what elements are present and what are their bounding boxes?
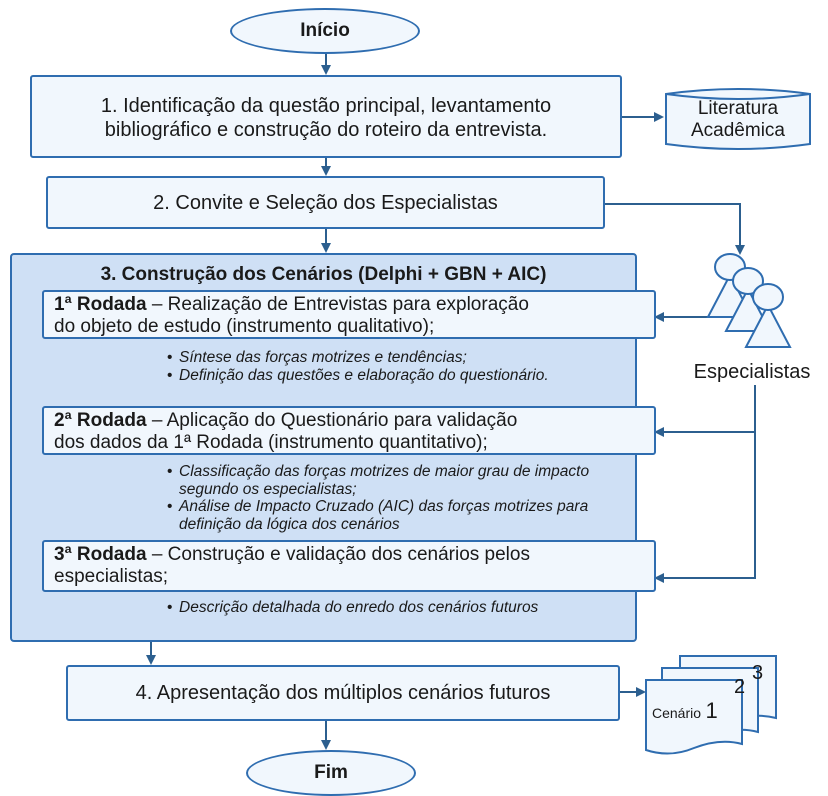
scenario-word: Cenário <box>652 705 702 721</box>
round2-title: 2ª Rodada <box>54 410 147 431</box>
flowchart: Início 1. Identificação da questão princ… <box>0 0 828 780</box>
round2-box: 2ª Rodada – Aplicação do Questionário pa… <box>42 406 656 455</box>
stage3-title: 3. Construção dos Cenários (Delphi + GBN… <box>100 264 547 285</box>
round2-line1: – Aplicação do Questionário para validaç… <box>146 410 518 431</box>
step2-text: 2. Convite e Seleção dos Especialistas <box>153 191 498 214</box>
note-item: Análise de Impacto Cruzado (AIC) das for… <box>167 498 597 533</box>
round3-notes: Descrição detalhada do enredo dos cenári… <box>167 599 607 617</box>
note-item: Síntese das forças motrizes e tendências… <box>167 349 627 367</box>
scenario-documents: 3 2 Cenário 1 <box>642 650 782 760</box>
scenario-label: Cenário 1 <box>652 698 718 724</box>
note-item: Classificação das forças motrizes de mai… <box>167 463 597 498</box>
round3-title: 3ª Rodada <box>54 544 147 565</box>
experts-label: Especialistas <box>693 361 811 383</box>
step1-line1: 1. Identificação da questão principal, l… <box>100 95 552 117</box>
round1-line2: do objeto de estudo (instrumento qualita… <box>54 316 435 337</box>
end-oval: Fim <box>246 750 416 796</box>
start-oval: Início <box>230 8 420 54</box>
arrow-step2-to-experts <box>605 203 745 255</box>
arrow-experts-to-round2 <box>654 385 756 437</box>
round2-line2: dos dados da 1ª Rodada (instrumento quan… <box>54 432 488 453</box>
step1-box: 1. Identificação da questão principal, l… <box>30 75 622 158</box>
round1-box: 1ª Rodada – Realização de Entrevistas pa… <box>42 290 656 339</box>
literature-line2: Acadêmica <box>691 120 785 141</box>
scenario-num-1: 1 <box>705 698 718 723</box>
round1-line1: – Realização de Entrevistas para explora… <box>146 294 529 315</box>
round1-title: 1ª Rodada <box>54 294 147 315</box>
note-item: Definição das questões e elaboração do q… <box>167 367 627 385</box>
round2-notes: Classificação das forças motrizes de mai… <box>167 463 597 533</box>
round3-box: 3ª Rodada – Construção e validação dos c… <box>42 540 656 592</box>
start-label: Início <box>300 20 350 41</box>
end-label: Fim <box>314 762 348 783</box>
round3-line2: especialistas; <box>54 566 169 587</box>
step4-text: 4. Apresentação dos múltiplos cenários f… <box>135 682 551 704</box>
note-item: Descrição detalhada do enredo dos cenári… <box>167 599 607 617</box>
round3-line1: – Construção e validação dos cenários pe… <box>146 544 530 565</box>
arrow-experts-to-round3 <box>654 432 756 583</box>
scenario-num-3: 3 <box>752 662 764 684</box>
step1-line2: bibliográfico e construção do roteiro da… <box>104 119 548 141</box>
scenario-num-2: 2 <box>734 676 746 698</box>
literature-line1: Literatura <box>697 98 779 119</box>
step4-box: 4. Apresentação dos múltiplos cenários f… <box>66 665 620 721</box>
experts-icon <box>706 253 792 348</box>
round1-notes: Síntese das forças motrizes e tendências… <box>167 349 627 384</box>
database-icon <box>665 88 811 150</box>
documents-icon <box>645 655 777 755</box>
literature-database: Literatura Acadêmica <box>664 86 812 152</box>
step2-box: 2. Convite e Seleção dos Especialistas <box>46 176 605 229</box>
